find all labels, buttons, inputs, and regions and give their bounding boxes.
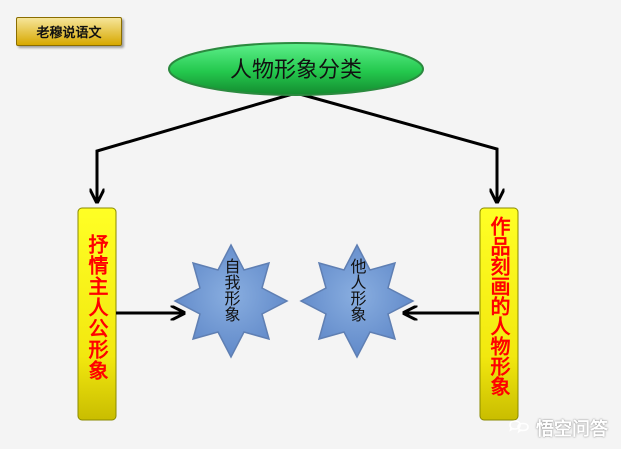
right-branch-arrow <box>295 91 497 202</box>
watermark-text: 悟空问答 <box>536 419 608 440</box>
other-image-label: 他人形象 <box>348 258 367 322</box>
diagram-title: 人物形象分类 <box>230 58 362 83</box>
chat-bubbles-icon <box>508 420 530 436</box>
right-category-label: 作品刻画的人物形象 <box>487 215 511 396</box>
watermark: 悟空问答 <box>508 415 608 441</box>
left-category-label: 抒情主人公形象 <box>85 233 109 381</box>
right-category-box <box>479 207 519 421</box>
other-image-star <box>299 243 415 359</box>
self-image-label: 自我形象 <box>222 258 241 322</box>
title-ellipse <box>168 42 424 96</box>
left-branch-arrow <box>97 91 297 202</box>
self-image-star <box>173 243 289 359</box>
author-badge: 老穆说语文 <box>16 17 122 46</box>
